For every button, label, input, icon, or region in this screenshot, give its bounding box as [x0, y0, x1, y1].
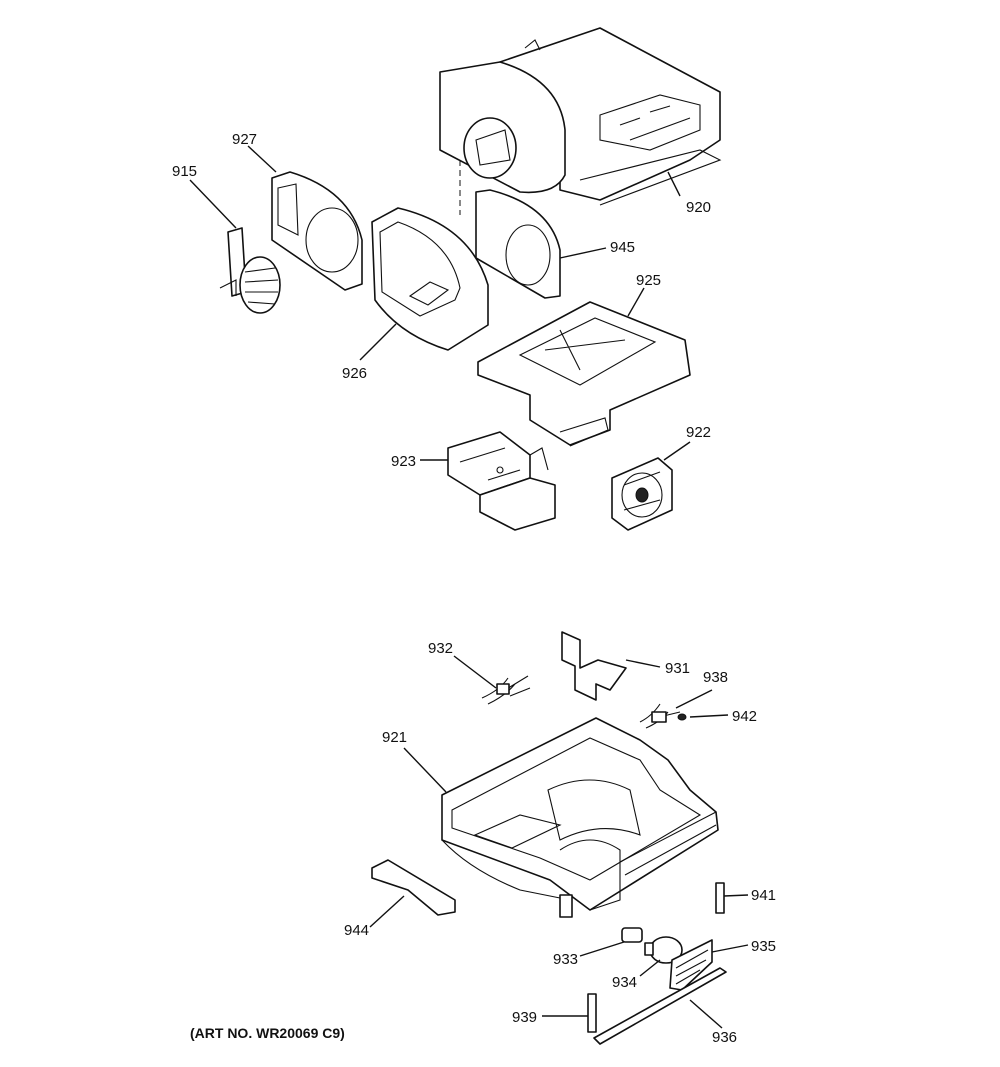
- callout-931: 931: [665, 660, 690, 677]
- callout-925: 925: [636, 272, 661, 289]
- callout-923: 923: [391, 453, 416, 470]
- part-920-dispenser-housing: [439, 27, 722, 215]
- part-941-pad: [715, 882, 725, 914]
- part-945-foam-gasket: [475, 189, 561, 299]
- art-number: (ART NO. WR20069 C9): [190, 1025, 345, 1041]
- callout-938: 938: [703, 669, 728, 686]
- part-925-cover-tray: [477, 301, 691, 447]
- part-921-feeder-pan: [441, 717, 719, 918]
- part-935-light-cover: [669, 939, 713, 991]
- part-926-air-duct: [371, 207, 489, 351]
- callout-labels: 915 927 926 920 945 925 922 923 932 931 …: [172, 131, 776, 1046]
- leader-lines: [189, 145, 749, 1029]
- part-927-gasket: [271, 171, 363, 291]
- part-936-trim-rail: [593, 967, 727, 1045]
- callout-920: 920: [686, 199, 711, 216]
- part-923-control-module: [447, 431, 556, 531]
- callout-939: 939: [512, 1009, 537, 1026]
- callout-926: 926: [342, 365, 367, 382]
- part-939-seal: [587, 993, 597, 1033]
- part-934-bulb: [644, 936, 683, 964]
- part-944-spacer: [371, 859, 456, 916]
- callout-941: 941: [751, 887, 776, 904]
- part-932-harness: [481, 675, 531, 705]
- part-942-clip: [677, 713, 687, 721]
- callout-944: 944: [344, 922, 369, 939]
- callout-933: 933: [553, 951, 578, 968]
- callout-945: 945: [610, 239, 635, 256]
- part-931-bracket: [561, 631, 627, 701]
- callout-932: 932: [428, 640, 453, 657]
- callout-921: 921: [382, 729, 407, 746]
- callout-942: 942: [732, 708, 757, 725]
- part-922-fan-motor: [611, 457, 673, 531]
- part-933-socket: [621, 927, 643, 943]
- part-915-fan-shroud: [219, 227, 281, 314]
- part-938-thermistor: [639, 703, 681, 729]
- callout-934: 934: [612, 974, 637, 991]
- callout-922: 922: [686, 424, 711, 441]
- callout-935: 935: [751, 938, 776, 955]
- callout-927: 927: [232, 131, 257, 148]
- callout-936: 936: [712, 1029, 737, 1046]
- callout-915: 915: [172, 163, 197, 180]
